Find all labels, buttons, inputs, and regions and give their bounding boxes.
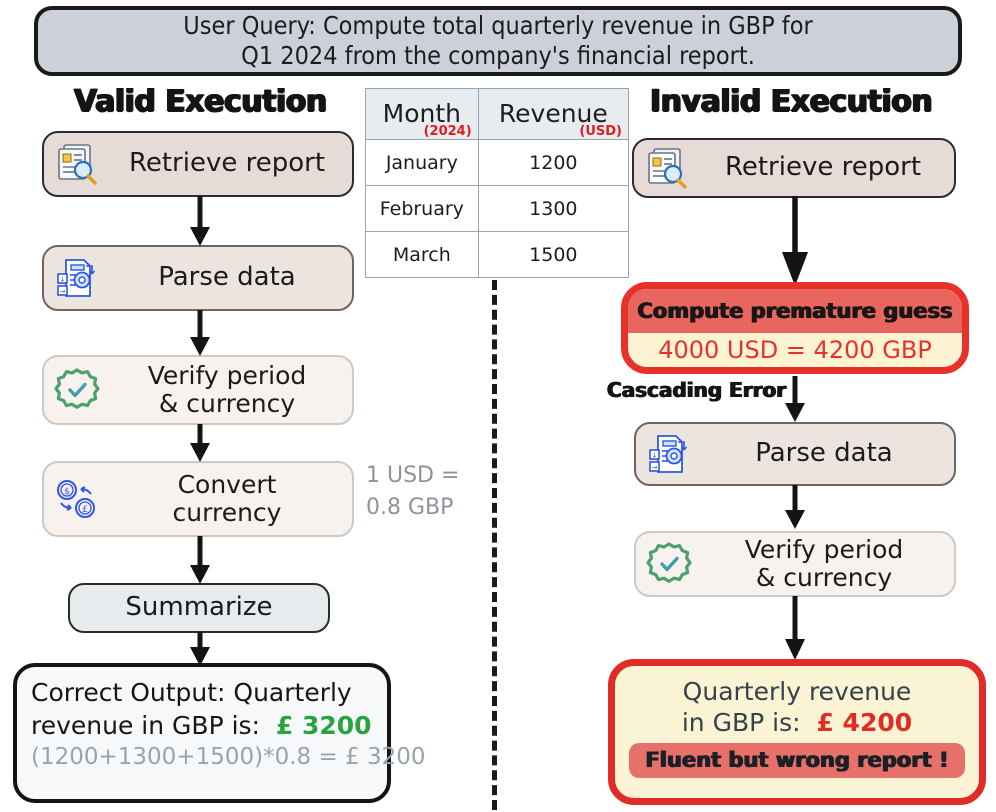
correct-output-line-2: revenue in GBP is: £ 3200 <box>31 710 373 743</box>
header-sub-year: (2024) <box>423 124 472 139</box>
header-main-revenue: Revenue <box>498 98 608 128</box>
header-main-month: Month <box>382 98 462 128</box>
arrow-premature-to-parse <box>785 376 805 422</box>
arrow-retrieve-to-premature <box>782 196 808 286</box>
verified-check-badge-icon <box>52 365 102 415</box>
wrong-output-prefix: in GBP is: <box>681 708 801 738</box>
arrow-parse-to-verify <box>190 310 210 356</box>
node-label-line-1: Verify period <box>744 535 904 564</box>
table-row: January 1200 <box>365 139 630 186</box>
node-retrieve-report-valid[interactable]: Retrieve report <box>42 131 354 197</box>
header-sub-usd: (USD) <box>579 124 622 139</box>
node-label-line-2: & currency <box>158 389 296 418</box>
node-parse-data-invalid[interactable]: ↓ → Parse data <box>634 422 956 486</box>
exchange-rate-note: 1 USD = 0.8 GBP <box>366 460 486 524</box>
premature-guess-value: 4000 USD = 4200 GBP <box>658 336 932 364</box>
svg-text:→: → <box>60 288 66 296</box>
premature-guess-header: Compute premature guess <box>628 289 962 333</box>
arrow-summarize-to-output <box>190 632 210 666</box>
arrow-parse-to-verify-invalid <box>785 485 805 529</box>
node-label: Verify period & currency <box>102 362 352 418</box>
fluent-but-wrong-text: Fluent but wrong report ! <box>645 747 949 772</box>
cell-month: March <box>365 231 479 278</box>
svg-text:↓: ↓ <box>60 276 66 284</box>
node-parse-data-valid[interactable]: ↓ → Parse data <box>42 245 354 311</box>
parse-gear-document-icon: ↓ → <box>644 429 694 479</box>
table-header-revenue: Revenue (USD) <box>477 88 630 140</box>
premature-guess-body: 4000 USD = 4200 GBP <box>628 333 962 367</box>
revenue-table: Month (2024) Revenue (USD) January 1200 … <box>365 88 630 278</box>
cell-month: January <box>365 139 479 186</box>
column-divider <box>492 280 497 810</box>
user-query-line-2: Q1 2024 from the company's financial rep… <box>241 41 755 70</box>
fx-line-2: 0.8 GBP <box>366 494 454 520</box>
arrow-convert-to-summarize <box>190 536 210 584</box>
correct-output-prefix: revenue in GBP is: <box>31 710 260 740</box>
wrong-amount: £ 4200 <box>816 708 913 738</box>
invalid-execution-title: Invalid Execution <box>650 84 933 119</box>
cell-month: February <box>365 185 479 232</box>
svg-text:→: → <box>652 464 658 472</box>
correct-output-box: Correct Output: Quarterly revenue in GBP… <box>13 663 426 803</box>
node-label-line-1: Verify period <box>147 361 307 390</box>
arrow-retrieve-to-parse <box>190 196 210 246</box>
node-label-line-2: & currency <box>755 563 893 592</box>
cascading-error-label: Cascading Error <box>607 378 787 402</box>
arrow-verify-to-wrong-output <box>785 596 805 660</box>
user-query-line-1: User Query: Compute total quarterly reve… <box>183 10 813 40</box>
verified-check-badge-icon <box>644 539 694 589</box>
cell-revenue: 1200 <box>477 139 630 186</box>
parse-gear-document-icon: ↓ → <box>52 253 102 303</box>
premature-guess-error-box: Compute premature guess 4000 USD = 4200 … <box>621 282 969 374</box>
document-search-icon <box>52 139 102 189</box>
wrong-output-box: Quarterly revenue in GBP is: £ 4200 Flue… <box>608 659 986 805</box>
node-retrieve-report-invalid[interactable]: Retrieve report <box>632 138 956 198</box>
node-label: Parse data <box>755 438 893 469</box>
node-label-line-1: Convert <box>177 470 277 499</box>
arrow-verify-to-convert <box>190 424 210 462</box>
svg-text:↓: ↓ <box>652 452 658 460</box>
premature-guess-title: Compute premature guess <box>637 299 953 323</box>
cell-revenue: 1500 <box>477 231 630 278</box>
table-row: March 1500 <box>365 231 630 278</box>
node-verify-period-currency-invalid[interactable]: Verify period & currency <box>634 531 956 597</box>
svg-text:$: $ <box>64 487 70 497</box>
cell-revenue: 1300 <box>477 185 630 232</box>
node-label: Convert currency <box>102 471 352 527</box>
node-label: Parse data <box>158 262 296 293</box>
fluent-but-wrong-banner: Fluent but wrong report ! <box>629 742 965 778</box>
node-verify-period-currency-valid[interactable]: Verify period & currency <box>42 355 354 425</box>
correct-output-line-1: Correct Output: Quarterly <box>31 678 352 707</box>
document-search-icon <box>642 143 692 193</box>
svg-text:£: £ <box>82 505 88 515</box>
node-convert-currency-valid[interactable]: $ £ Convert currency <box>42 461 354 537</box>
correct-amount: £ 3200 <box>275 710 372 740</box>
table-row: February 1300 <box>365 185 630 232</box>
correct-output-calculation: (1200+1300+1500)*0.8 = £ 3200 <box>31 744 426 770</box>
node-label: Summarize <box>125 592 273 623</box>
node-label: Retrieve report <box>128 148 326 179</box>
user-query-box: User Query: Compute total quarterly reve… <box>34 6 962 76</box>
wrong-output-line-2: in GBP is: £ 4200 <box>682 707 912 738</box>
wrong-output-line-1: Quarterly revenue <box>682 677 912 706</box>
currency-exchange-icon: $ £ <box>52 474 102 524</box>
node-label: Retrieve report <box>724 152 922 183</box>
table-header-month: Month (2024) <box>365 88 479 140</box>
node-label: Verify period & currency <box>694 536 954 592</box>
node-summarize-valid[interactable]: Summarize <box>68 583 330 633</box>
table-header-row: Month (2024) Revenue (USD) <box>365 88 630 140</box>
node-label-line-2: currency <box>172 498 282 527</box>
valid-execution-title: Valid Execution <box>74 84 327 119</box>
fx-line-1: 1 USD = <box>366 463 460 488</box>
